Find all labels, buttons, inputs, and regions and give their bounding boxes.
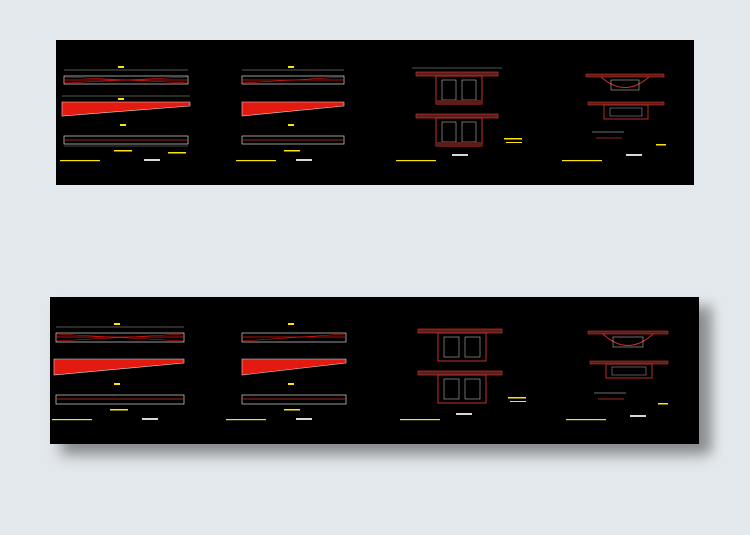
sheet-4 (566, 330, 669, 421)
sheet-3 (396, 67, 522, 162)
sheet-2 (226, 323, 347, 421)
cad-drawing-bottom (52, 323, 669, 421)
sheet-1 (52, 323, 185, 421)
cad-thumbnail-bottom (50, 297, 699, 444)
sheet-1 (60, 66, 191, 162)
sheet-4 (562, 73, 666, 162)
cad-drawing-top (60, 66, 666, 162)
sheet-3 (400, 328, 526, 421)
cad-thumbnail-top (56, 40, 694, 185)
sheet-2 (236, 66, 345, 162)
